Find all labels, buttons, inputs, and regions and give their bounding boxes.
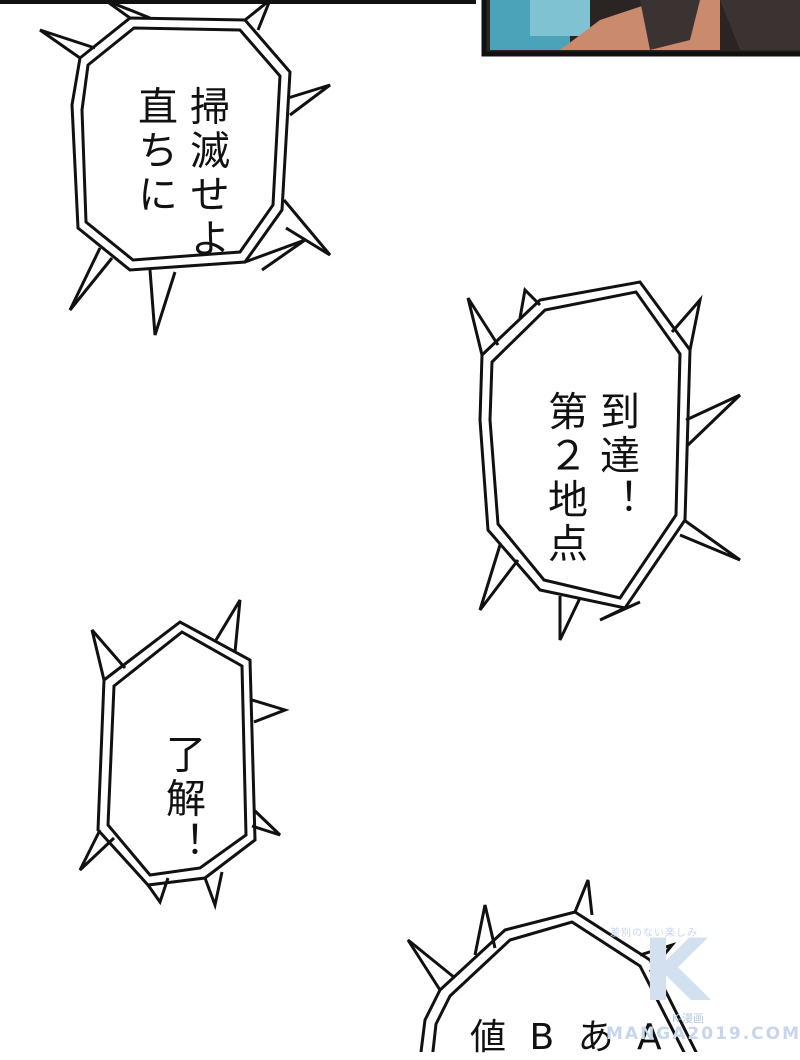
watermark-url: MANGA2019.COM: [606, 1024, 800, 1044]
bubble-1-text: 掃滅せよ 直ちに: [128, 52, 284, 261]
bubble-1-line-2: 掃滅せよ: [183, 85, 229, 262]
bubble-2-line-1: 第２地点: [541, 390, 587, 567]
bubble-2-text: 到達！ 第２地点: [538, 357, 694, 566]
speech-bubble-1: [39, 0, 332, 336]
watermark-logo: K: [642, 921, 709, 1021]
bubble-3-text: 了解！: [156, 700, 260, 865]
bubble-4-text: 値 B あ A: [470, 1017, 668, 1058]
bubble-2-line-2: 到達！: [593, 390, 639, 523]
top-panel: [481, 0, 800, 57]
speech-bubble-4: [406, 879, 698, 1052]
watermark-top: 差別のない楽しみ: [610, 928, 698, 939]
watermark-sub: K-漫画: [672, 1012, 705, 1025]
bubble-1-line-1: 直ちに: [131, 85, 177, 218]
speech-bubble-2: [466, 280, 742, 641]
bubble-3-line-1: 了解！: [159, 733, 205, 866]
speech-bubble-3: [78, 599, 290, 911]
watermark: 差別のない楽しみ K K-漫画 MANGA2019.COM: [606, 921, 799, 1048]
